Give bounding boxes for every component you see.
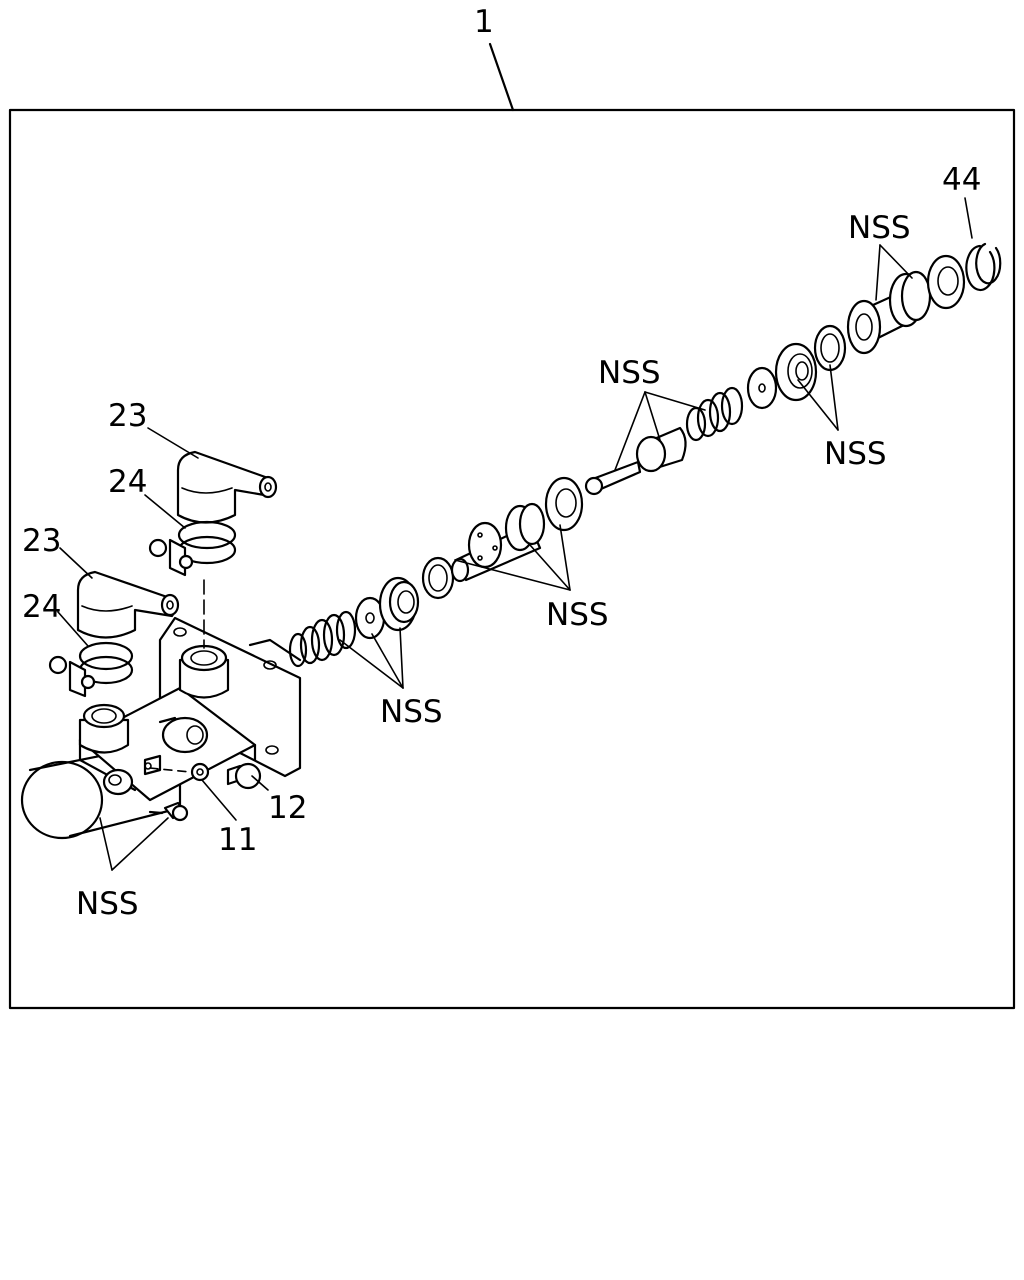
piston-cup-3 xyxy=(774,342,818,402)
label-nss-bottom: NSS xyxy=(76,886,139,922)
stop-bolt xyxy=(584,460,642,496)
label-23-lower: 23 xyxy=(22,523,61,559)
secondary-piston xyxy=(846,270,932,355)
piston-cup-4 xyxy=(926,254,966,310)
label-44: 44 xyxy=(942,162,981,198)
piston-cup-2 xyxy=(544,476,584,532)
spring-seat xyxy=(746,366,778,410)
label-24-lower: 24 xyxy=(22,589,61,625)
label-24-upper: 24 xyxy=(108,464,147,500)
assembly-leader xyxy=(488,42,515,112)
label-12: 12 xyxy=(268,790,307,826)
washer xyxy=(149,762,210,782)
primary-piston xyxy=(450,502,546,583)
piston-cup-1 xyxy=(378,576,420,632)
label-nss-middle-top: NSS xyxy=(598,355,661,391)
hose-clamp-upper xyxy=(148,520,237,577)
drain-plug xyxy=(148,801,189,822)
spring-1 xyxy=(288,610,357,668)
label-23-upper: 23 xyxy=(108,398,147,434)
reservoir-fitting-lower xyxy=(76,570,180,639)
label-assembly: 1 xyxy=(474,4,494,40)
label-nss-right: NSS xyxy=(824,436,887,472)
spring-2 xyxy=(685,386,744,442)
label-nss-left: NSS xyxy=(380,694,443,730)
ring-1 xyxy=(421,556,455,600)
union-bolt xyxy=(226,762,262,790)
leader-lines xyxy=(57,197,973,871)
cylinder-body xyxy=(20,616,302,840)
retainer-sleeve xyxy=(635,426,687,473)
ring-2 xyxy=(813,324,847,372)
label-nss-middle: NSS xyxy=(546,597,609,633)
reservoir-fitting-upper xyxy=(176,450,278,524)
label-nss-top-right: NSS xyxy=(848,210,911,246)
label-11: 11 xyxy=(218,822,257,858)
snap-ring xyxy=(965,242,1002,292)
hose-clamp-lower xyxy=(48,641,134,698)
